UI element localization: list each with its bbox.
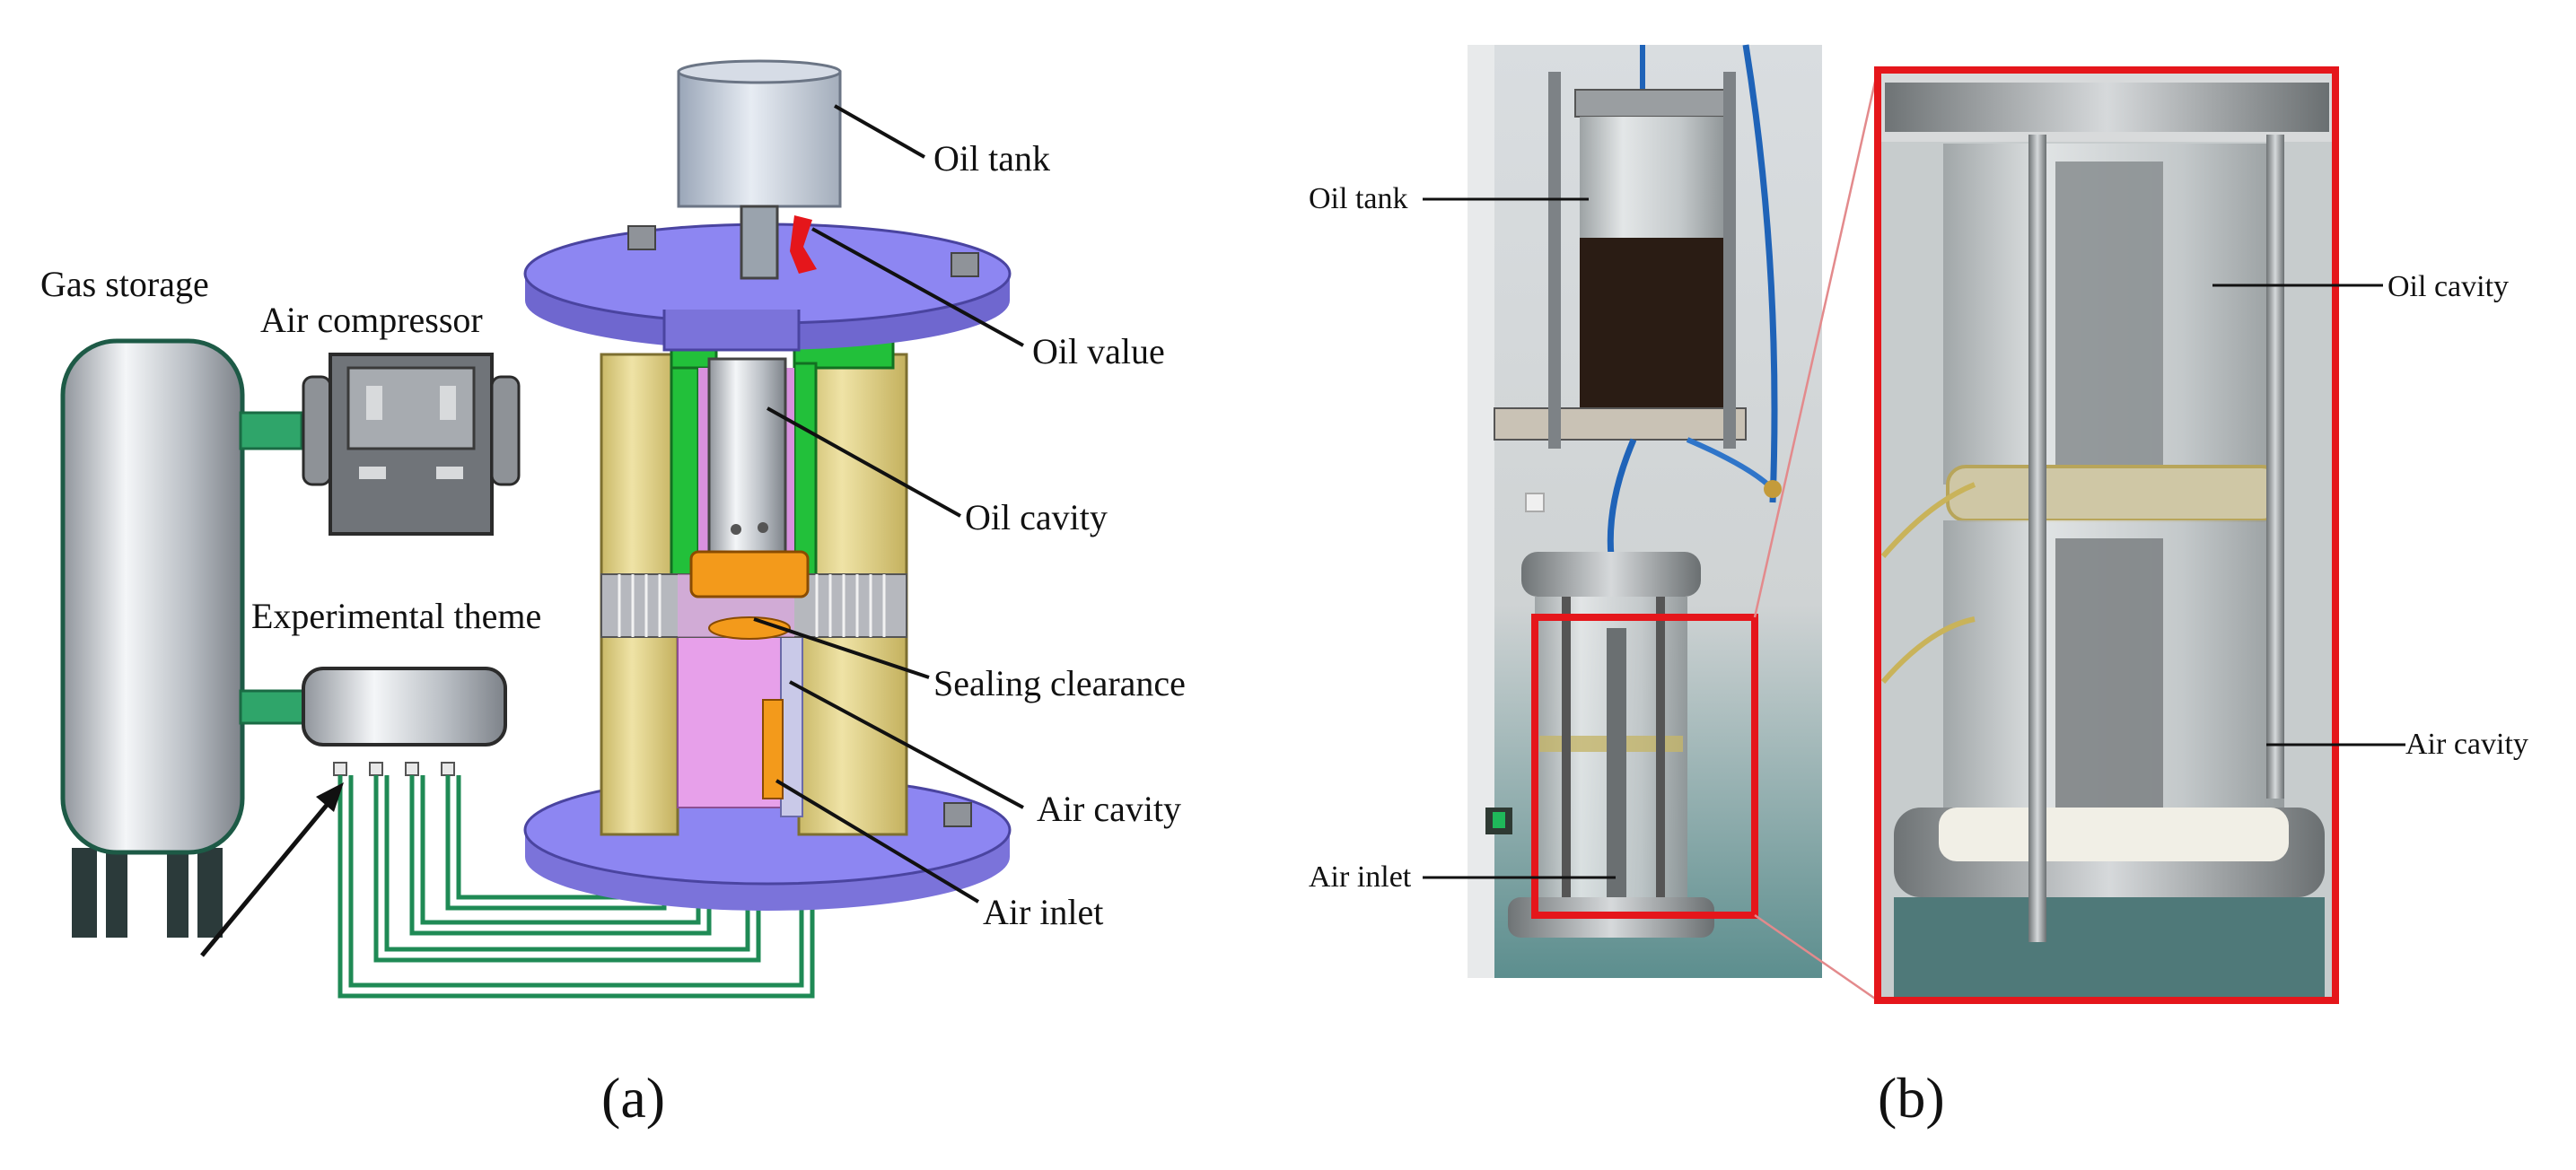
inner-piston — [689, 357, 810, 799]
photo-zoom — [1878, 70, 2335, 1000]
panel-b-photo: Oil tank Air inlet Oil cavity Air cavity… — [1309, 44, 2528, 1130]
label-air-compressor: Air compressor — [260, 300, 483, 340]
label-oil-tank-a: Oil tank — [933, 138, 1050, 179]
panel-a-schematic: Oil tank Gas storage Air compressor Oil … — [40, 59, 1186, 1130]
label-oil-tank-b: Oil tank — [1309, 182, 1407, 215]
oil-tank-3d — [677, 59, 842, 280]
label-air-cavity-b: Air cavity — [2405, 728, 2528, 761]
leader-lines-a — [753, 104, 1024, 904]
caption-b: (b) — [1878, 1066, 1945, 1130]
gas-storage-tank — [60, 338, 245, 938]
zoom-connector-lines — [1753, 69, 1879, 1002]
label-air-inlet-a: Air inlet — [983, 892, 1103, 932]
label-sealing-clearance: Sealing clearance — [933, 663, 1186, 703]
air-compressor — [239, 353, 521, 536]
label-gas-storage: Gas storage — [40, 264, 209, 304]
experimental-theme-cylinder — [239, 667, 507, 776]
label-oil-value: Oil value — [1032, 331, 1165, 371]
label-experimental-theme: Experimental theme — [251, 596, 541, 636]
photo-left — [1468, 44, 1822, 978]
label-air-cavity-a: Air cavity — [1037, 789, 1181, 829]
label-air-inlet-b: Air inlet — [1309, 860, 1412, 894]
highlight-box-small — [1531, 614, 1758, 919]
label-oil-cavity-a: Oil cavity — [965, 497, 1108, 537]
leader-lines-b — [1423, 197, 2405, 879]
caption-a: (a) — [601, 1066, 665, 1130]
highlight-box-large — [1874, 66, 2339, 1004]
label-oil-cavity-b: Oil cavity — [2388, 270, 2509, 303]
arrow-to-experimental-theme — [200, 782, 344, 957]
